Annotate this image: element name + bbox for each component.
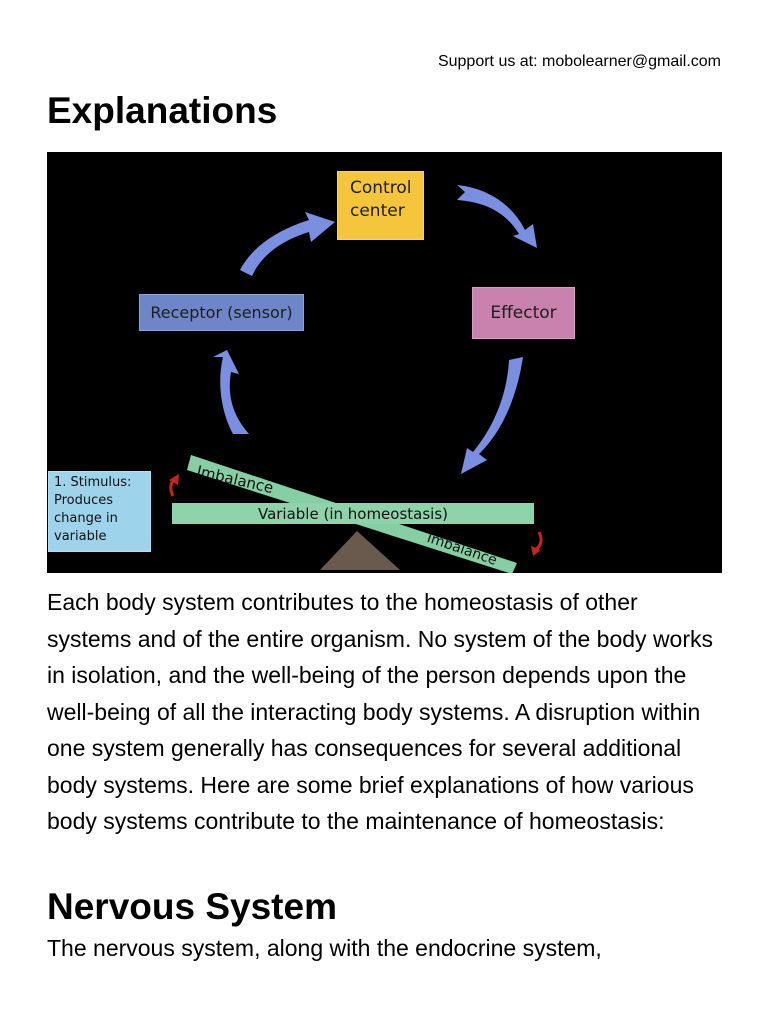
control-center-box: Control center <box>337 171 424 240</box>
explanations-paragraph: Each body system contributes to the home… <box>47 589 714 834</box>
section-heading-explanations: Explanations <box>47 90 278 131</box>
support-email-text: Support us at: mobolearner@gmail.com <box>437 53 721 70</box>
homeostasis-diagram: Control center Receptor (sensor) Effecto… <box>47 152 722 573</box>
small-arrowhead-down <box>531 546 541 556</box>
cycle-arrows <box>213 185 537 474</box>
variable-beam <box>172 503 534 524</box>
arrow-to-variable <box>461 357 523 474</box>
diagram-graphics <box>169 185 543 573</box>
stimulus-box: 1. Stimulus: Produces change in variable <box>48 471 151 552</box>
effector-box: Effector <box>472 287 575 339</box>
arrow-to-effector <box>457 185 537 248</box>
variable-label: Variable (in homeostasis) <box>257 505 449 523</box>
arrow-to-control-center <box>240 212 335 276</box>
receptor-box: Receptor (sensor) <box>139 294 304 331</box>
small-arrow-down <box>534 531 543 552</box>
small-arrowhead-up <box>169 474 179 485</box>
arrow-to-receptor <box>213 350 249 434</box>
section-heading-nervous-system: Nervous System <box>47 886 337 927</box>
fulcrum-triangle <box>320 531 400 570</box>
nervous-system-paragraph: The nervous system, along with the endoc… <box>47 935 602 961</box>
